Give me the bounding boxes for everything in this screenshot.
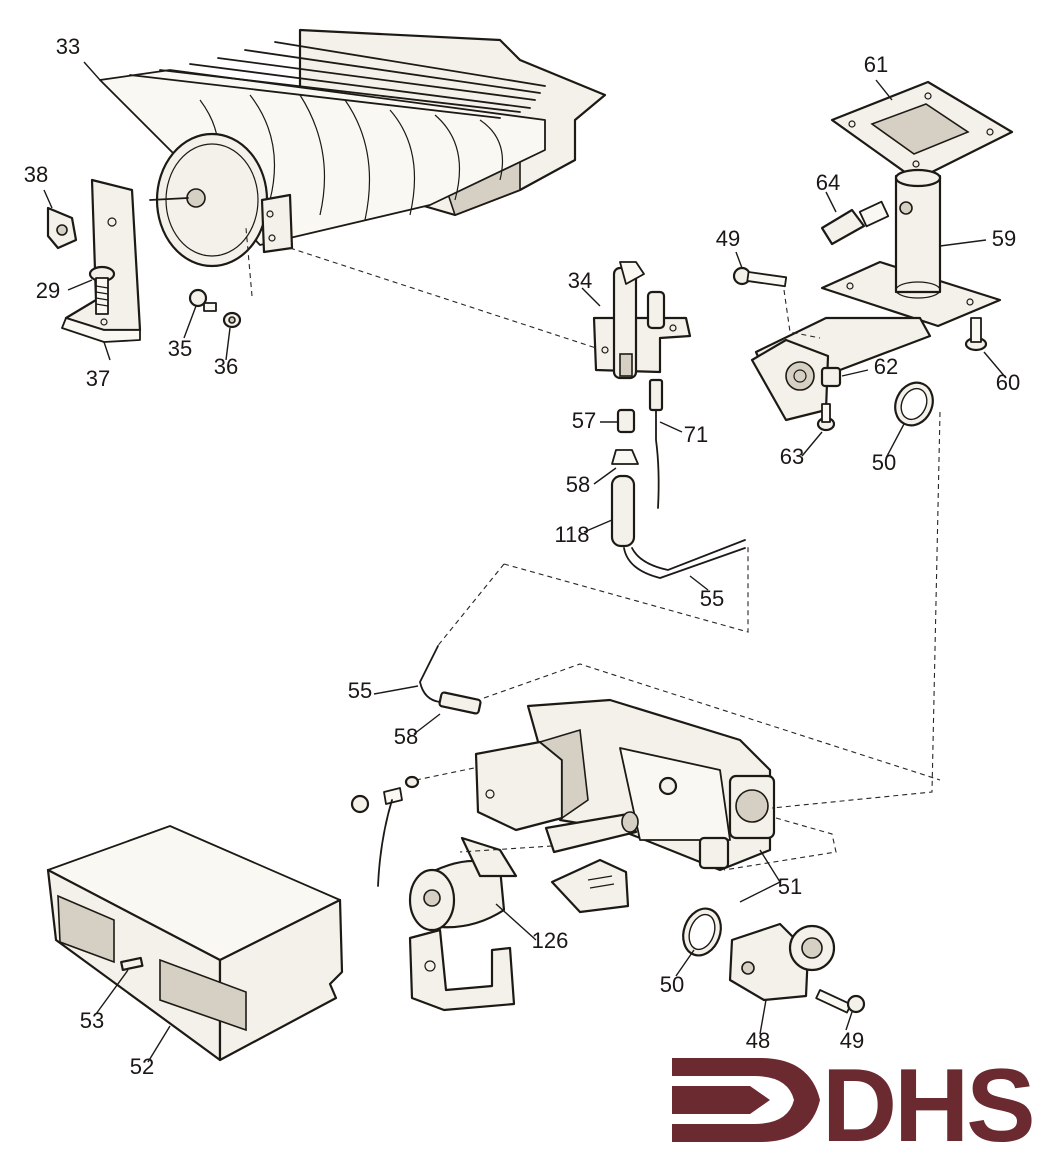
electrode-lead-71 (648, 378, 664, 509)
callout-51: 51 (778, 874, 802, 899)
callout-59: 59 (992, 226, 1016, 251)
small-screw-35 (188, 288, 217, 312)
callout-126: 126 (532, 928, 569, 953)
callout-50-top: 50 (872, 450, 896, 475)
connector-58b (419, 645, 482, 715)
callout-35: 35 (168, 336, 192, 361)
seal-ring-50b (682, 907, 722, 957)
screw-63 (816, 403, 836, 432)
callout-71: 71 (684, 422, 708, 447)
callout-34: 34 (568, 268, 592, 293)
solenoid-126 (408, 836, 518, 1012)
callout-62: 62 (874, 354, 898, 379)
cover-box-52 (46, 825, 344, 1062)
thermocouple-118 (610, 449, 746, 579)
callout-52: 52 (130, 1054, 154, 1079)
seal-ring-50a (894, 381, 934, 427)
callout-50-bottom: 50 (660, 972, 684, 997)
burner-assembly (99, 28, 607, 268)
callout-64: 64 (816, 170, 840, 195)
callout-36: 36 (214, 354, 238, 379)
callout-55-top: 55 (700, 586, 724, 611)
screw-60 (964, 317, 988, 352)
callout-labels: 33 38 29 37 35 36 34 57 71 58 118 55 61 … (24, 34, 1020, 1079)
nut-62 (820, 366, 842, 388)
callout-58-bottom: 58 (394, 724, 418, 749)
callout-60: 60 (996, 370, 1020, 395)
callout-55-bottom: 55 (348, 678, 372, 703)
gasket-61 (830, 80, 1014, 182)
callout-37: 37 (86, 366, 110, 391)
gas-valve (526, 698, 776, 872)
bolt-49a (732, 266, 788, 288)
clip-part (46, 206, 78, 250)
screw-53 (120, 956, 144, 972)
callout-48: 48 (746, 1028, 770, 1053)
callout-53: 53 (80, 1008, 104, 1033)
callout-49-bottom: 49 (840, 1028, 864, 1053)
mounting-plate (550, 858, 630, 914)
solenoid-coil (474, 728, 589, 832)
burner-bracket (61, 178, 142, 343)
callout-58-top: 58 (566, 472, 590, 497)
callout-38: 38 (24, 162, 48, 187)
callout-118: 118 (554, 522, 589, 547)
flue-tube-59 (820, 168, 1002, 328)
jet-64 (820, 200, 913, 246)
logo-wordmark: DHS (822, 1048, 1033, 1164)
pilot-nut-57 (616, 408, 636, 434)
assembly-guide-lines (245, 227, 941, 871)
wire-lead (350, 775, 420, 887)
callout-33: 33 (56, 34, 80, 59)
elbow-48 (728, 922, 836, 1002)
callout-61: 61 (864, 52, 888, 77)
callout-29: 29 (36, 278, 60, 303)
dhs-logo: DHS (672, 1048, 1036, 1164)
callout-49-top: 49 (716, 226, 740, 251)
leader-lines (43, 61, 1007, 1063)
logo-arrow-mark (672, 1058, 820, 1142)
bolt-49b (815, 989, 866, 1014)
screw-part (88, 265, 116, 315)
washer-36 (222, 311, 242, 329)
callout-57: 57 (572, 408, 596, 433)
pilot-assembly (592, 261, 692, 380)
callout-63: 63 (780, 444, 804, 469)
